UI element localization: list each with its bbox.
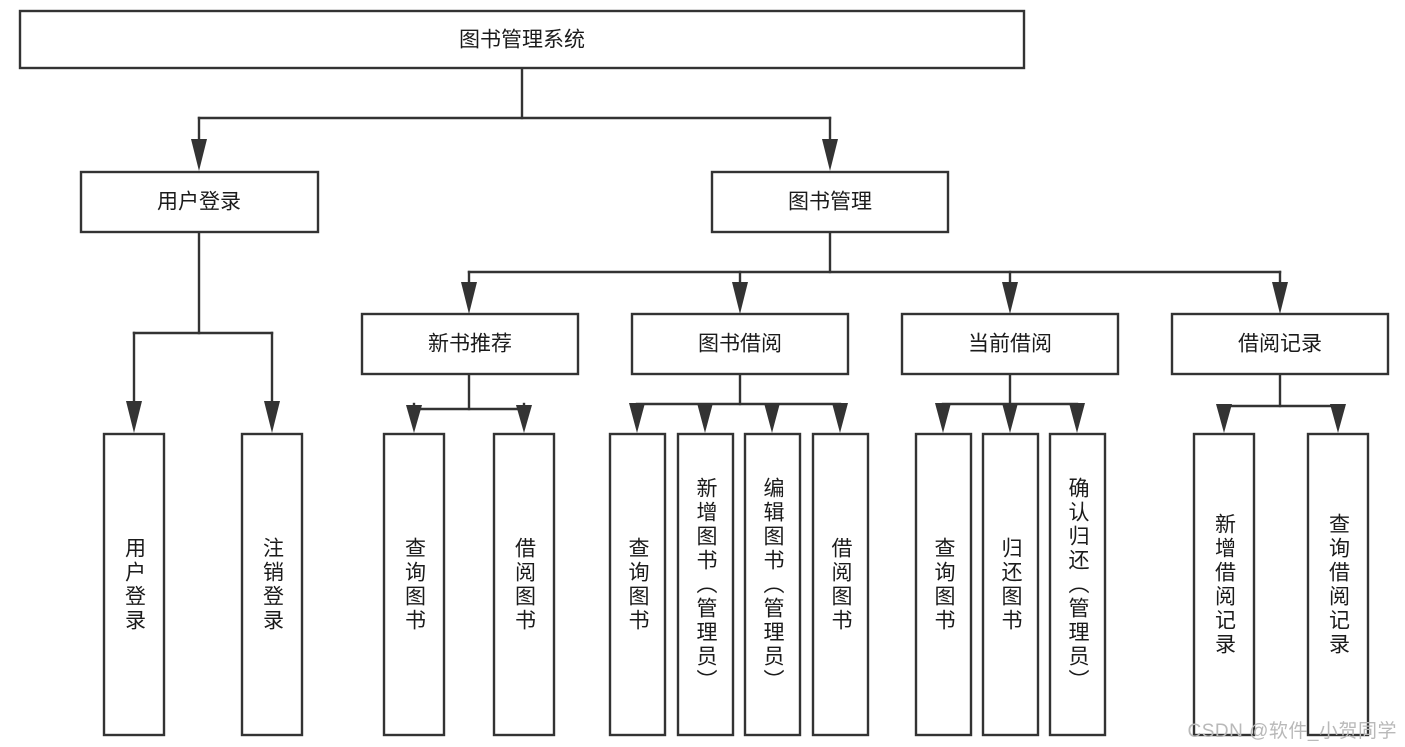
node-current-borrow-box[interactable] — [900, 312, 1120, 376]
arrow-book-manage-to-new-book — [461, 282, 477, 314]
connector-group-borrow-record — [1216, 372, 1346, 433]
arrow-book-borrow-leaf-3 — [764, 403, 780, 433]
arrow-book-manage-to-borrow — [732, 282, 748, 314]
arrow-current-borrow-leaf-2 — [1002, 403, 1018, 433]
connector-group-root — [191, 66, 838, 171]
node-root-label: 图书管理系统 — [459, 29, 585, 52]
node-root-box[interactable] — [18, 9, 1026, 70]
node-user-login-box[interactable] — [79, 170, 320, 234]
node-book-manage-label: 图书管理 — [788, 191, 872, 214]
arrow-user-login-leaf-1 — [126, 401, 142, 433]
csdn-watermark: CSDN @软件_小贺同学 — [1187, 721, 1397, 742]
node-user-login[interactable]: 用户登录 — [79, 170, 320, 234]
leaf-box-borrow-record-2[interactable] — [1306, 432, 1370, 737]
leaf-box-user-login-2[interactable] — [240, 432, 304, 737]
connector-group-current-borrow — [935, 372, 1085, 433]
arrow-root-to-book-manage — [822, 139, 838, 171]
node-new-book-recommend-box[interactable] — [360, 312, 580, 376]
node-book-manage-box[interactable] — [710, 170, 950, 234]
leaf-box-current-borrow-2[interactable] — [981, 432, 1040, 737]
arrow-current-borrow-leaf-1 — [935, 403, 951, 433]
node-borrow-record-label: 借阅记录 — [1238, 333, 1322, 356]
leaf-box-current-borrow-1[interactable] — [914, 432, 973, 737]
arrow-book-borrow-leaf-4 — [832, 403, 848, 433]
arrow-book-manage-to-record — [1272, 282, 1288, 314]
connector-group-new-book — [406, 372, 532, 433]
node-new-book-recommend-label: 新书推荐 — [428, 333, 512, 356]
arrow-book-borrow-leaf-1 — [629, 403, 645, 433]
arrow-user-login-leaf-2 — [264, 401, 280, 433]
arrow-borrow-record-leaf-1 — [1216, 404, 1232, 433]
leaf-box-book-borrow-3[interactable] — [743, 432, 802, 737]
leaf-box-book-borrow-2[interactable] — [676, 432, 735, 737]
node-current-borrow[interactable]: 当前借阅 — [900, 312, 1120, 376]
node-root[interactable]: 图书管理系统 — [18, 9, 1026, 70]
connector-group-book-manage — [461, 230, 1288, 314]
node-borrow-record-box[interactable] — [1170, 312, 1390, 376]
leaf-box-book-borrow-1[interactable] — [608, 432, 667, 737]
leaf-box-new-book-2[interactable] — [492, 432, 556, 737]
arrow-book-borrow-leaf-2 — [697, 403, 713, 433]
connector-group-book-borrow — [629, 372, 848, 433]
node-book-borrow-box[interactable] — [630, 312, 850, 376]
node-new-book-recommend[interactable]: 新书推荐 — [360, 312, 580, 376]
node-borrow-record[interactable]: 借阅记录 — [1170, 312, 1390, 376]
arrow-current-borrow-leaf-3 — [1069, 403, 1085, 433]
arrow-new-book-leaf-2 — [516, 405, 532, 433]
arrow-root-to-user-login — [191, 139, 207, 171]
arrow-book-manage-to-current — [1002, 282, 1018, 314]
leaf-box-current-borrow-3[interactable] — [1048, 432, 1107, 737]
node-current-borrow-label: 当前借阅 — [968, 333, 1052, 356]
node-book-borrow[interactable]: 图书借阅 — [630, 312, 850, 376]
node-book-manage[interactable]: 图书管理 — [710, 170, 950, 234]
node-book-borrow-label: 图书借阅 — [698, 333, 782, 356]
leaf-box-borrow-record-1[interactable] — [1192, 432, 1256, 737]
leaf-box-user-login-1[interactable] — [102, 432, 166, 737]
connector-group-user-login — [126, 230, 280, 433]
arrow-new-book-leaf-1 — [406, 405, 422, 433]
node-user-login-label: 用户登录 — [157, 191, 241, 214]
leaf-box-new-book-1[interactable] — [382, 432, 446, 737]
arrow-borrow-record-leaf-2 — [1330, 404, 1346, 433]
leaf-box-book-borrow-4[interactable] — [811, 432, 870, 737]
